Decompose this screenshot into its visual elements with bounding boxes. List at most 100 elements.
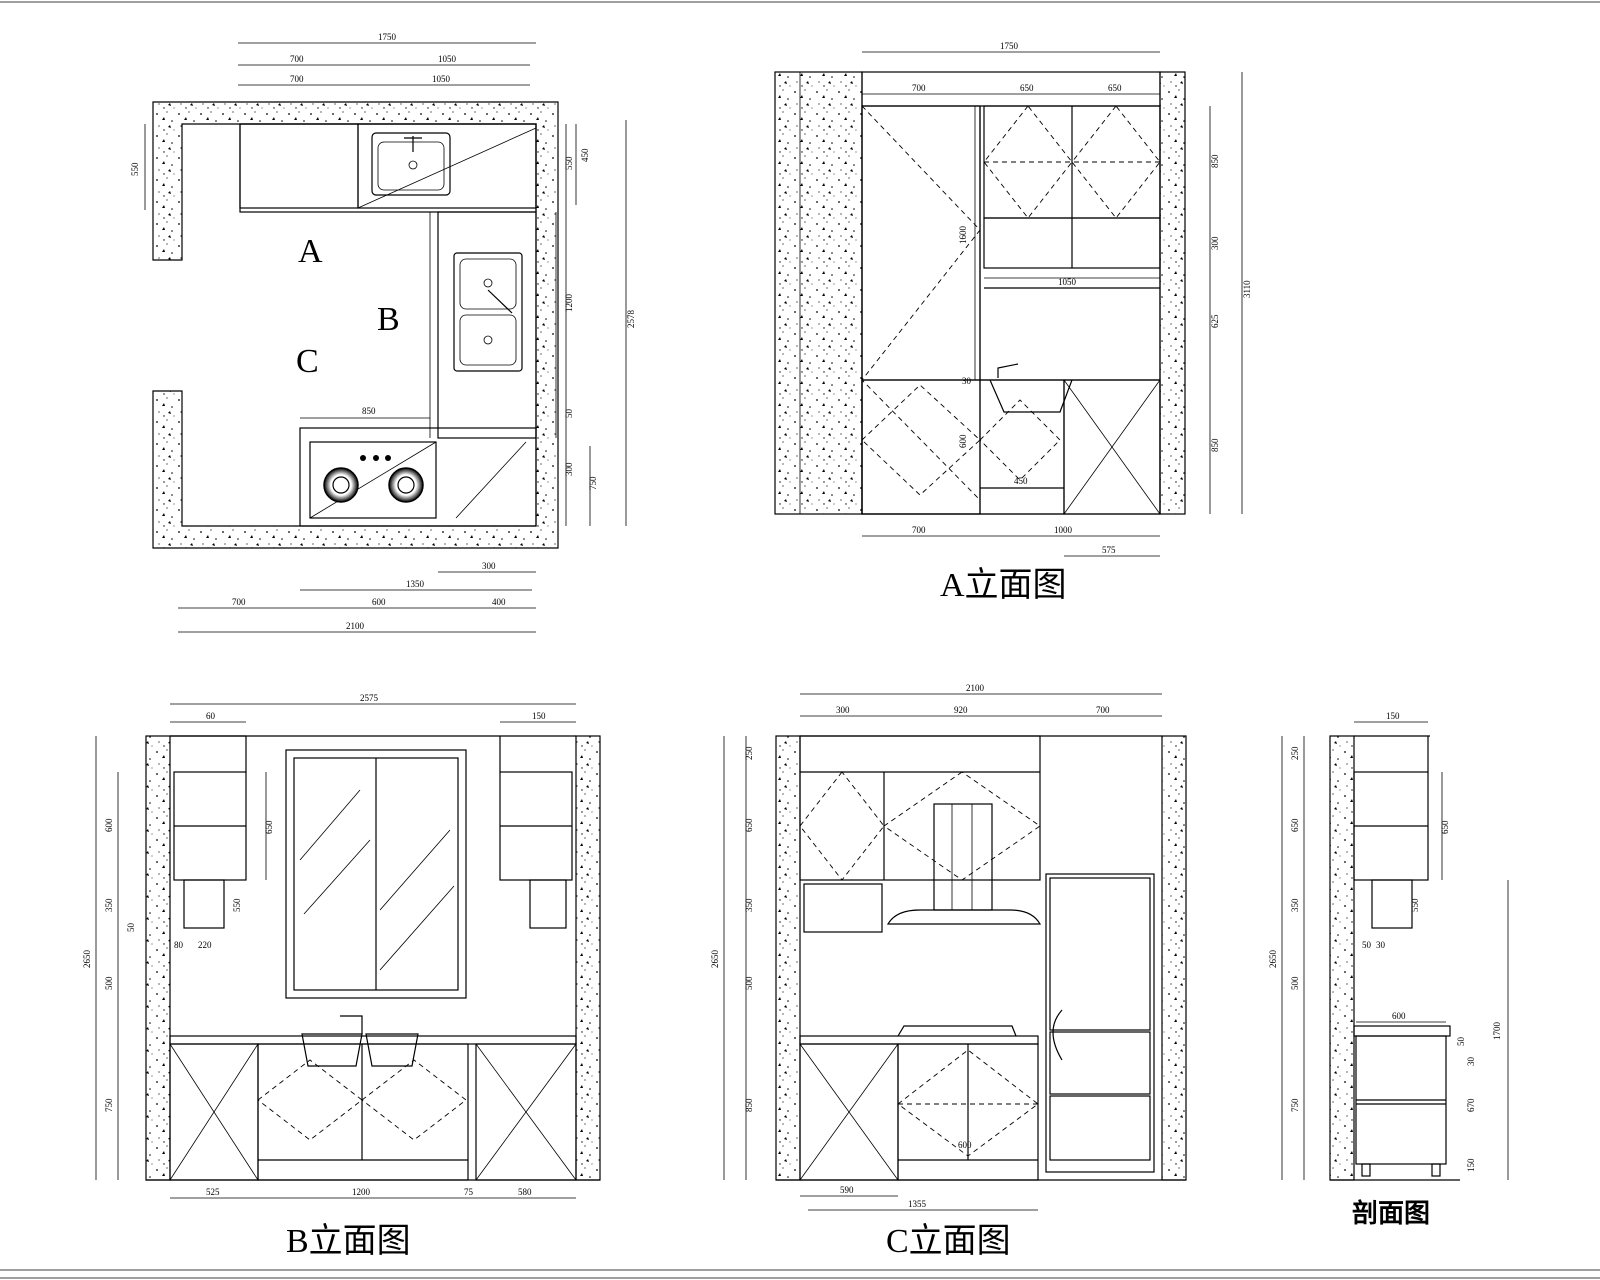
b-lower-sink-cabinet bbox=[257, 1043, 469, 1181]
a-cabinet-right bbox=[1063, 379, 1161, 515]
plan-bottom-counter bbox=[299, 427, 537, 527]
section-hood bbox=[1371, 879, 1413, 929]
a-dim-650b: 650 bbox=[1108, 83, 1122, 93]
b-dim-1200: 1200 bbox=[352, 1187, 371, 1197]
c-dim-total-height: 2650 bbox=[710, 950, 720, 969]
plan-right-counter bbox=[437, 211, 537, 439]
b-dim-600: 600 bbox=[104, 818, 114, 832]
b-dim-500: 500 bbox=[104, 976, 114, 990]
section-dim-50b: 50 bbox=[1456, 1037, 1466, 1047]
b-dim-150: 150 bbox=[532, 711, 546, 721]
c-stove-top bbox=[897, 1025, 1017, 1037]
plan-double-sink bbox=[453, 252, 523, 372]
a-dim-850b: 850 bbox=[1210, 438, 1220, 452]
plan-burner-right-inner bbox=[397, 476, 415, 494]
c-elevation-title: C立面图 bbox=[886, 1222, 1011, 1260]
c-dim-250: 250 bbox=[744, 746, 754, 760]
a-elevation-title: A立面图 bbox=[940, 566, 1067, 604]
c-elevation: 2100 300 920 700 250 650 350 500 850 265… bbox=[710, 683, 1187, 1260]
c-dim-350: 350 bbox=[744, 898, 754, 912]
room-label-c: C bbox=[296, 343, 319, 380]
c-dim-total: 2100 bbox=[966, 683, 985, 693]
plan-dim-400-bottom: 400 bbox=[492, 597, 506, 607]
c-dim-500: 500 bbox=[744, 976, 754, 990]
room-label-a: A bbox=[298, 233, 323, 270]
section-dim-30: 30 bbox=[1376, 940, 1386, 950]
a-dim-700: 700 bbox=[912, 83, 926, 93]
plan-dim-1050a: 1050 bbox=[438, 54, 457, 64]
c-dim-920: 920 bbox=[954, 705, 968, 715]
plan-dim-600-bottom: 600 bbox=[372, 597, 386, 607]
a-dim-600: 600 bbox=[958, 434, 968, 448]
plan-stove-diagonal bbox=[309, 441, 437, 519]
b-dim-650: 650 bbox=[264, 820, 274, 834]
floor-plan: A B C 1750 700 1050 700 1050 550 450 550… bbox=[130, 32, 636, 633]
a-dim-total: 1750 bbox=[1000, 41, 1019, 51]
plan-knob-3 bbox=[385, 455, 391, 461]
c-wall-left bbox=[775, 735, 801, 1181]
plan-dim-300: 300 bbox=[564, 462, 574, 476]
plan-dim-2100: 2100 bbox=[346, 621, 365, 631]
c-dim-650: 650 bbox=[744, 818, 754, 832]
plan-dim-1050b: 1050 bbox=[432, 74, 451, 84]
b-dim-220: 220 bbox=[198, 940, 212, 950]
plan-top-cabinet bbox=[239, 123, 359, 209]
plan-top-counter bbox=[239, 123, 537, 213]
b-elevation-title: B立面图 bbox=[286, 1222, 411, 1260]
a-dim-450: 450 bbox=[1014, 476, 1028, 486]
plan-dim-1350: 1350 bbox=[406, 579, 425, 589]
b-dim-total: 2575 bbox=[360, 693, 379, 703]
plan-dim-1200: 1200 bbox=[564, 294, 574, 313]
a-dim-3110: 3110 bbox=[1242, 280, 1252, 298]
a-dim-575: 575 bbox=[1102, 545, 1116, 555]
plan-cabinet-diagonal bbox=[455, 441, 527, 519]
c-fridge bbox=[1045, 873, 1155, 1173]
section-countertop bbox=[1353, 1025, 1451, 1037]
section-dim-550: 550 bbox=[1410, 898, 1420, 912]
b-dim-80: 80 bbox=[174, 940, 184, 950]
b-dim-50: 50 bbox=[126, 923, 136, 933]
b-dim-total-height: 2650 bbox=[82, 950, 92, 969]
section-dim-150-bottom: 150 bbox=[1466, 1158, 1476, 1172]
plan-sink-drain-2 bbox=[483, 335, 493, 345]
b-dim-550: 550 bbox=[232, 898, 242, 912]
plan-dim-700-bottom: 700 bbox=[232, 597, 246, 607]
section-dim-600: 600 bbox=[1392, 1011, 1406, 1021]
a-wall-left bbox=[774, 71, 863, 515]
c-hood-chimney bbox=[933, 803, 993, 911]
section-dim-50: 50 bbox=[1362, 940, 1372, 950]
c-upper-cabinets bbox=[799, 735, 1041, 881]
plan-stove-dim: 850 bbox=[362, 406, 376, 416]
b-wall-left bbox=[145, 735, 171, 1181]
c-hood bbox=[886, 909, 1042, 925]
b-elevation: 2575 60 150 650 550 80 220 50 600 350 50… bbox=[82, 693, 601, 1260]
c-wall-right bbox=[1161, 735, 1187, 1181]
c-fridge-upper bbox=[1049, 877, 1151, 1031]
section-dim-670: 670 bbox=[1466, 1098, 1476, 1112]
a-dim-625: 625 bbox=[1210, 314, 1220, 328]
section-dim-650: 650 bbox=[1290, 818, 1300, 832]
b-countertop bbox=[169, 1035, 577, 1045]
section-dim-250: 250 bbox=[1290, 746, 1300, 760]
plan-double-sink-left bbox=[459, 258, 517, 310]
c-fridge-door-arc bbox=[1052, 1009, 1063, 1061]
plan-dim-700a: 700 bbox=[290, 54, 304, 64]
plan-dim-550-left: 550 bbox=[130, 162, 140, 176]
section-dim-350: 350 bbox=[1290, 898, 1300, 912]
plan-dim-300-bottom: 300 bbox=[482, 561, 496, 571]
b-dim-750: 750 bbox=[104, 1098, 114, 1112]
section-dim-30b: 30 bbox=[1466, 1057, 1476, 1067]
plan-dim-700b: 700 bbox=[290, 74, 304, 84]
b-lower-right bbox=[475, 1043, 577, 1181]
plan-stove bbox=[309, 441, 437, 519]
b-dim-350: 350 bbox=[104, 898, 114, 912]
plan-top-sink-drain bbox=[408, 160, 418, 170]
c-fridge-middle bbox=[1049, 1031, 1151, 1095]
plan-knob-1 bbox=[360, 455, 366, 461]
a-opening bbox=[861, 71, 1161, 515]
a-sink bbox=[989, 379, 1073, 413]
plan-top-sink-basin bbox=[377, 141, 445, 191]
plan-dim-50: 50 bbox=[564, 409, 574, 419]
plan-dim-2578: 2578 bbox=[626, 310, 636, 329]
